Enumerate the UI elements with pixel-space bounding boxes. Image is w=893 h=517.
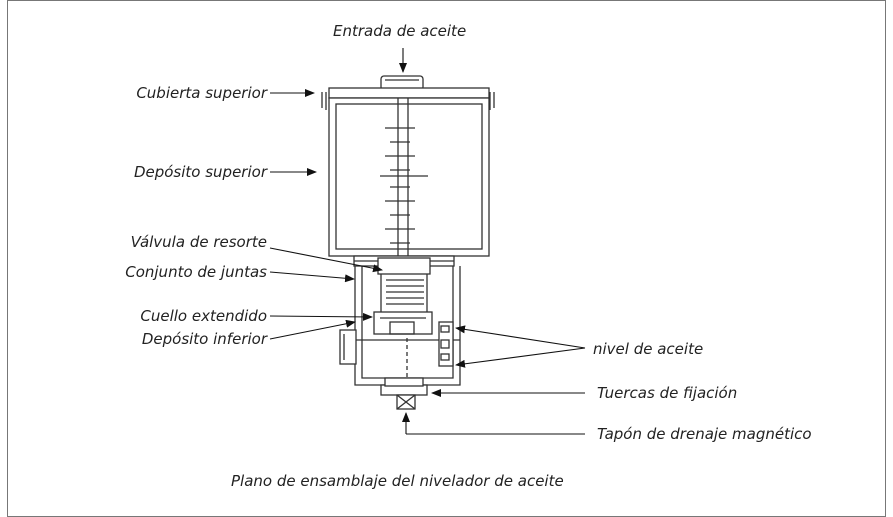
label-top-cover: Cubierta superior [136,84,267,102]
leader-lower-reservoir [269,319,356,340]
label-oil-level: nivel de aceite [593,340,704,358]
leader-extended-neck [269,312,373,321]
label-oil-inlet: Entrada de aceite [333,22,467,40]
leader-oil-level-upper [455,325,586,349]
label-spring-valve: Válvula de resorte [130,233,267,251]
diagram-caption: Plano de ensamblaje del nivelador de ace… [231,472,564,490]
leader-oil-level-lower [455,347,586,368]
label-lower-reservoir: Depósito inferior [141,330,267,348]
label-upper-reservoir: Depósito superior [133,163,267,181]
label-fixing-nuts: Tuercas de fijación [597,384,738,402]
label-gasket-set: Conjunto de juntas [125,263,267,281]
leader-spring-valve [269,247,383,273]
leader-gasket-set [269,271,355,283]
oil-leveler-assembly [321,75,495,410]
label-extended-neck: Cuello extendido [140,307,267,325]
leader-lines [269,48,586,435]
label-magnetic-drain-plug: Tapón de drenaje magnético [597,425,812,443]
